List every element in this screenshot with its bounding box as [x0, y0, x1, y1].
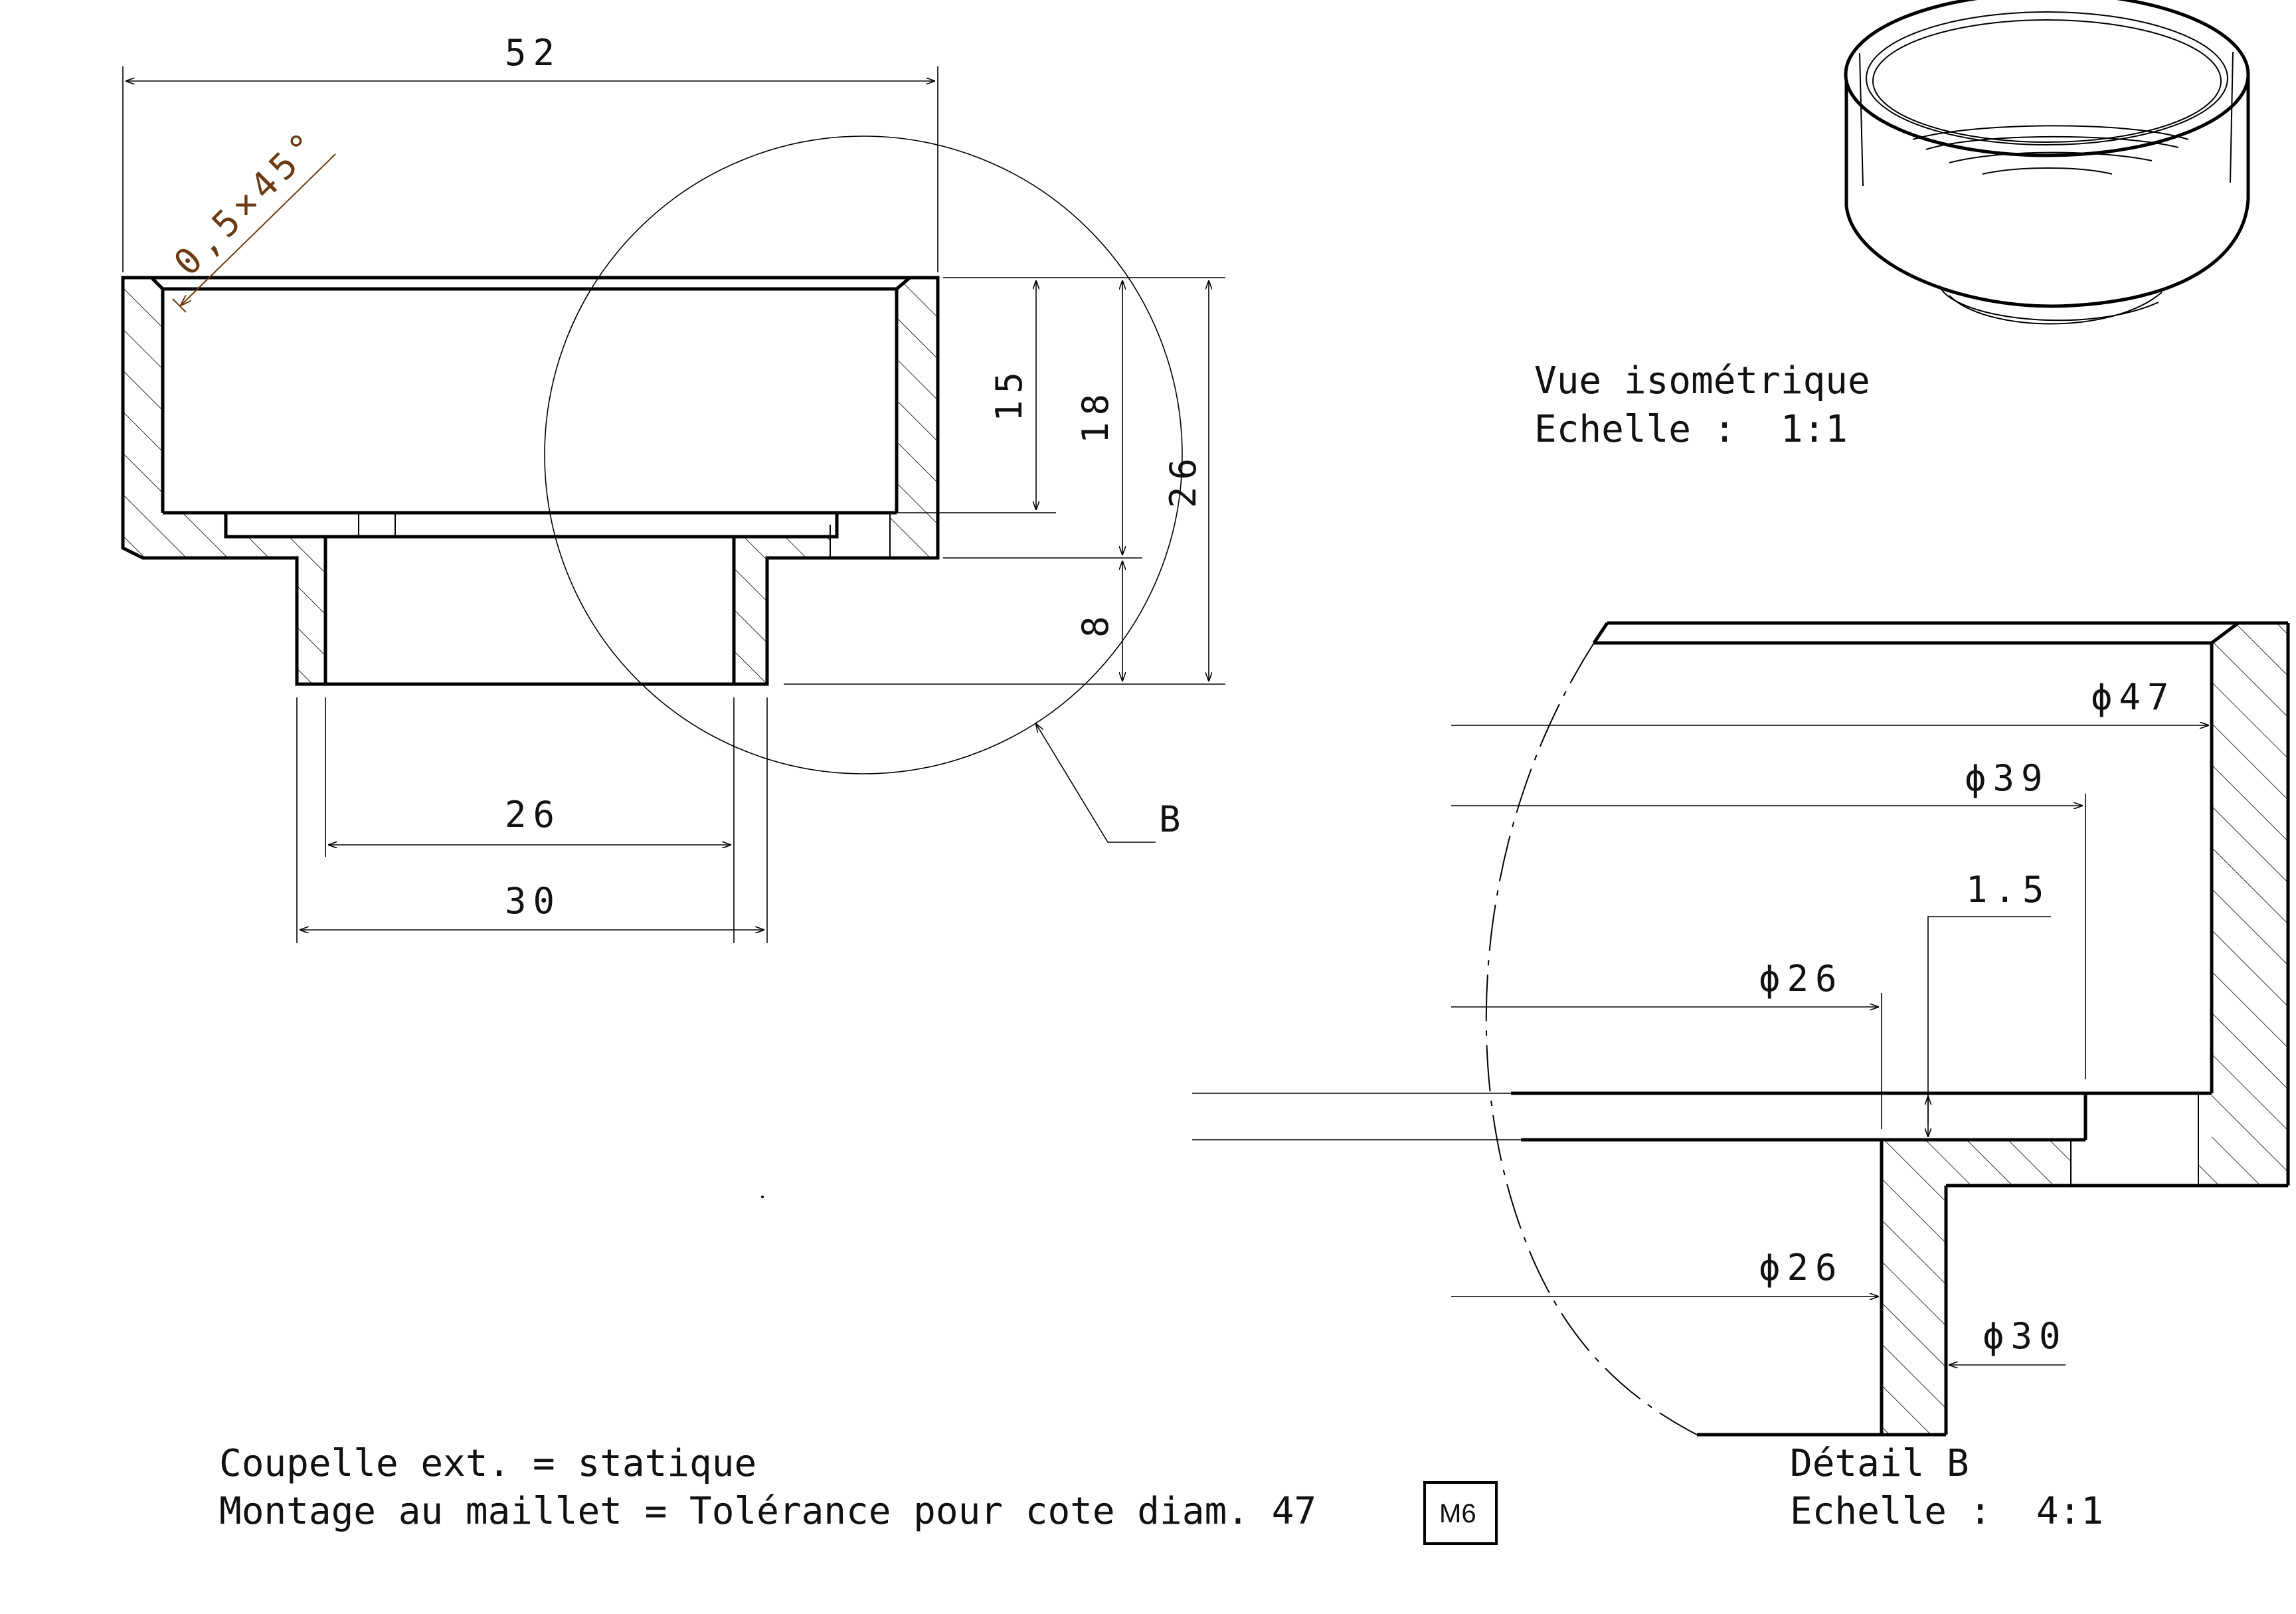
- dimension-26-upper: ϕ26: [1759, 958, 1844, 1000]
- chamfer-label: 0,5×45°: [166, 121, 329, 284]
- tolerance-label: M6: [1439, 1499, 1476, 1528]
- iso-top-outer: [1844, 0, 2250, 157]
- detail-hatch-wall: [2198, 623, 2288, 1186]
- tolerance-box: [1423, 1481, 1498, 1545]
- detail-b-circle: [544, 135, 1183, 774]
- dimension-1-5: 1.5: [1966, 869, 2051, 911]
- section-outline: [121, 276, 940, 686]
- iso-body: [1844, 73, 2250, 308]
- section-hatch-right-boss: [734, 537, 830, 684]
- iso-groove-2: [1925, 135, 2179, 150]
- detail-b-view: ϕ47 ϕ39 1.5 ϕ26 ϕ26 ϕ30: [1192, 621, 2290, 1437]
- iso-bottom-ring-inner: [1949, 292, 2163, 325]
- groove-step: [224, 513, 839, 539]
- dimension-18: 18: [1075, 387, 1116, 444]
- chamfer-tick: [172, 298, 187, 313]
- iso-groove-3: [1949, 151, 2153, 163]
- section-view: 52 26 30 15 18 26 8 0,5×45° B: [121, 32, 1225, 1198]
- dimension-26-height: 26: [1162, 452, 1204, 508]
- dimension-39: ϕ39: [1965, 757, 2050, 799]
- iso-bottom-ring: [1939, 285, 2159, 321]
- detail-chamfer-right: [2210, 622, 2240, 644]
- chamfer-leader: [181, 153, 336, 306]
- dimension-26-lower: ϕ26: [1759, 1247, 1844, 1289]
- iso-groove-4: [1982, 167, 2113, 175]
- isometric-title: Vue isométrique: [1534, 359, 1870, 403]
- detail-b-leader: [1036, 724, 1156, 843]
- dimension-30: ϕ30: [1983, 1315, 2068, 1357]
- note-line-1: Coupelle ext. = statique: [219, 1442, 756, 1485]
- detail-title: Détail B: [1790, 1442, 1969, 1485]
- note-line-2: Montage au maillet = Tolérance pour cote…: [219, 1490, 1316, 1533]
- inner-cavity: [150, 276, 911, 291]
- detail-b-callout: B: [1159, 798, 1188, 840]
- iso-groove-1: [1912, 125, 2189, 140]
- iso-wall-left: [1859, 52, 1864, 187]
- iso-top-inner: [1866, 11, 2228, 145]
- detail-scale: Echelle : 4:1: [1790, 1490, 2103, 1533]
- dim-leader-1-5: [1928, 916, 2051, 1136]
- detail-chamfer-left: [1592, 622, 1609, 644]
- isometric-view: [1844, 0, 2250, 325]
- stray-dot: [761, 1196, 764, 1198]
- section-hatch-right: [890, 278, 938, 558]
- dimension-47: ϕ47: [2091, 676, 2176, 718]
- dimension-8: 8: [1075, 609, 1116, 638]
- dimension-30-boss: 30: [505, 880, 561, 922]
- dimension-26-bore: 26: [505, 794, 561, 836]
- dimension-15: 15: [988, 365, 1030, 422]
- iso-top-inner-2: [1872, 19, 2222, 143]
- dimension-52: 52: [505, 32, 561, 74]
- detail-hatch-step: [1882, 1140, 2071, 1435]
- isometric-scale: Echelle : 1:1: [1534, 408, 1848, 451]
- section-hatch-left: [123, 278, 325, 684]
- detail-break-line: [1485, 642, 1698, 1435]
- iso-wall-right: [2230, 51, 2234, 183]
